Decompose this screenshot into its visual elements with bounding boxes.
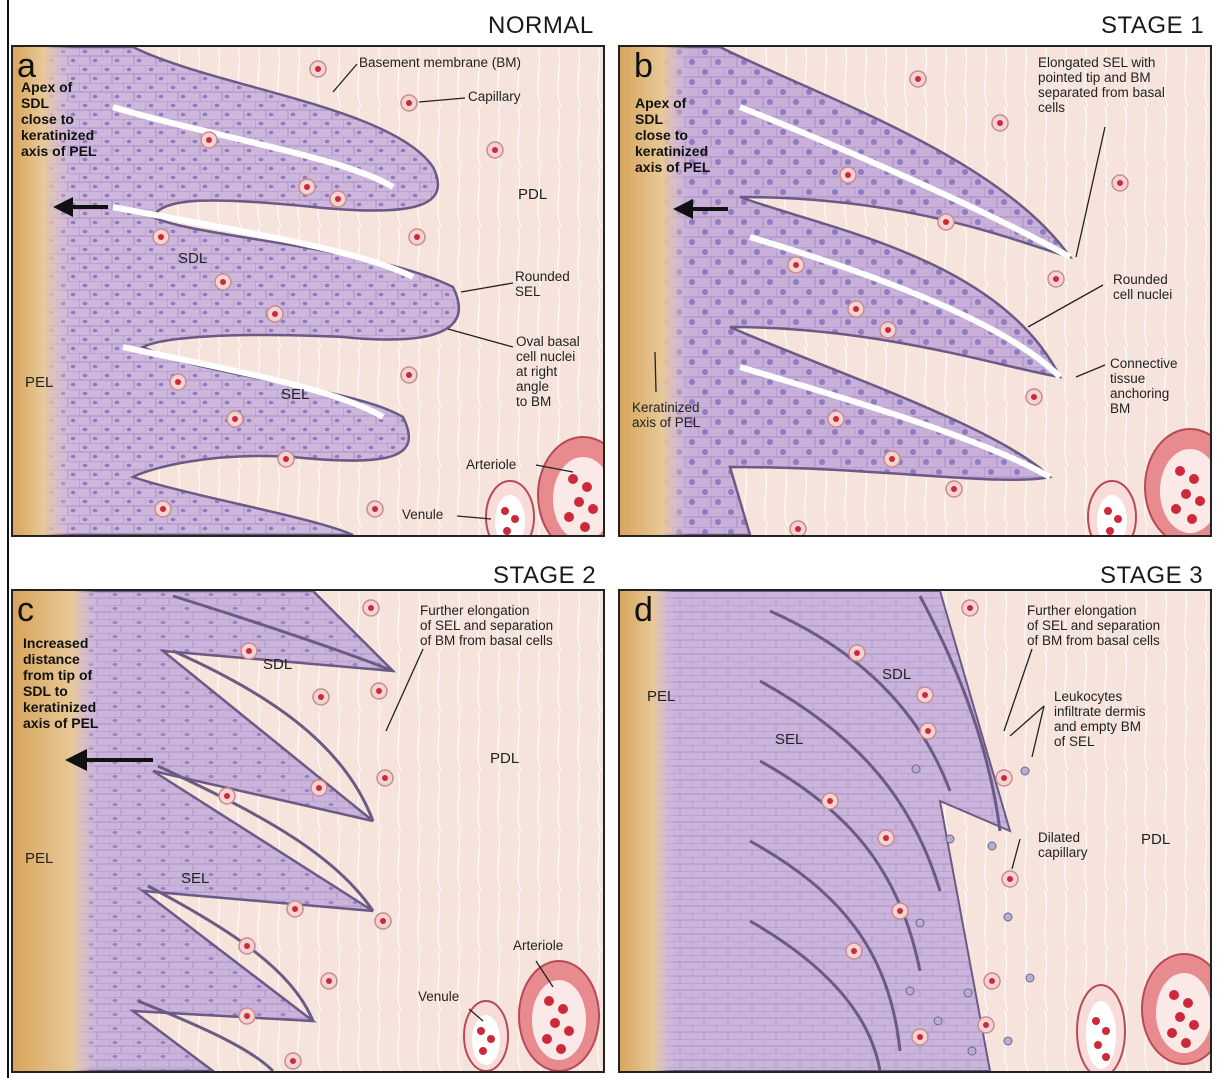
label-leukocytes: Leukocytes infiltrate dermis and empty B… <box>1054 689 1146 749</box>
label-keratinized-axis: Keratinized axis of PEL <box>632 400 700 430</box>
panel-b-letter: b <box>634 49 653 83</box>
panel-a-letter: a <box>17 49 36 83</box>
panel-d-stage3: d PEL SDL SEL Further elongation of SEL … <box>618 589 1212 1073</box>
label-elongated-sel: Elongated SEL with pointed tip and BM se… <box>1038 55 1165 115</box>
label-pel-c: PEL <box>25 851 53 866</box>
label-further-elongation-c: Further elongation of SEL and separation… <box>420 603 553 648</box>
panel-c-stage2: c Increased distance from tip of SDL to … <box>11 589 605 1073</box>
label-pdl-d: PDL <box>1141 832 1170 847</box>
label-sdl-d: SDL <box>882 667 911 682</box>
label-pdl: PDL <box>518 187 547 202</box>
panel-a-normal: a Apex of SDL close to keratinized axis … <box>11 45 605 537</box>
label-sdl-c: SDL <box>263 657 292 672</box>
panel-c-letter: c <box>17 593 34 627</box>
label-arteriole: Arteriole <box>466 457 516 472</box>
label-apex-sdl: Apex of SDL close to keratinized axis of… <box>21 79 96 159</box>
label-arteriole-c: Arteriole <box>513 938 563 953</box>
label-rounded-cell-nuclei: Rounded cell nuclei <box>1113 272 1172 302</box>
panel-a-title: NORMAL <box>488 12 594 40</box>
label-capillary: Capillary <box>468 89 521 104</box>
panel-d-illustration <box>620 591 1210 1071</box>
label-venule: Venule <box>402 507 443 522</box>
panel-b-stage1: b Apex of SDL close to keratinized axis … <box>618 45 1212 537</box>
label-sel-d: SEL <box>775 732 803 747</box>
panel-d-letter: d <box>634 593 653 627</box>
label-sel: SEL <box>281 387 309 402</box>
panel-c-title: STAGE 2 <box>493 562 596 590</box>
label-pdl-c: PDL <box>490 751 519 766</box>
panel-d-title: STAGE 3 <box>1100 562 1203 590</box>
label-increased-distance: Increased distance from tip of SDL to ke… <box>23 635 98 731</box>
label-further-elongation-d: Further elongation of SEL and separation… <box>1027 603 1160 648</box>
label-connective-tissue: Connective tissue anchoring BM <box>1110 356 1178 416</box>
label-oval-basal-nuclei: Oval basal cell nuclei at right angle to… <box>516 334 580 409</box>
label-sdl: SDL <box>178 251 207 266</box>
figure-left-rule <box>7 0 9 1078</box>
label-apex-sdl-b: Apex of SDL close to keratinized axis of… <box>635 95 710 175</box>
label-venule-c: Venule <box>418 989 459 1004</box>
panel-c-illustration <box>13 591 603 1071</box>
label-rounded-sel: Rounded SEL <box>515 269 570 299</box>
label-pel: PEL <box>25 375 53 390</box>
panel-b-title: STAGE 1 <box>1101 12 1204 40</box>
label-sel-c: SEL <box>181 871 209 886</box>
label-pel-d: PEL <box>647 689 675 704</box>
label-dilated-capillary: Dilated capillary <box>1038 830 1088 860</box>
label-basement-membrane: Basement membrane (BM) <box>359 55 521 70</box>
